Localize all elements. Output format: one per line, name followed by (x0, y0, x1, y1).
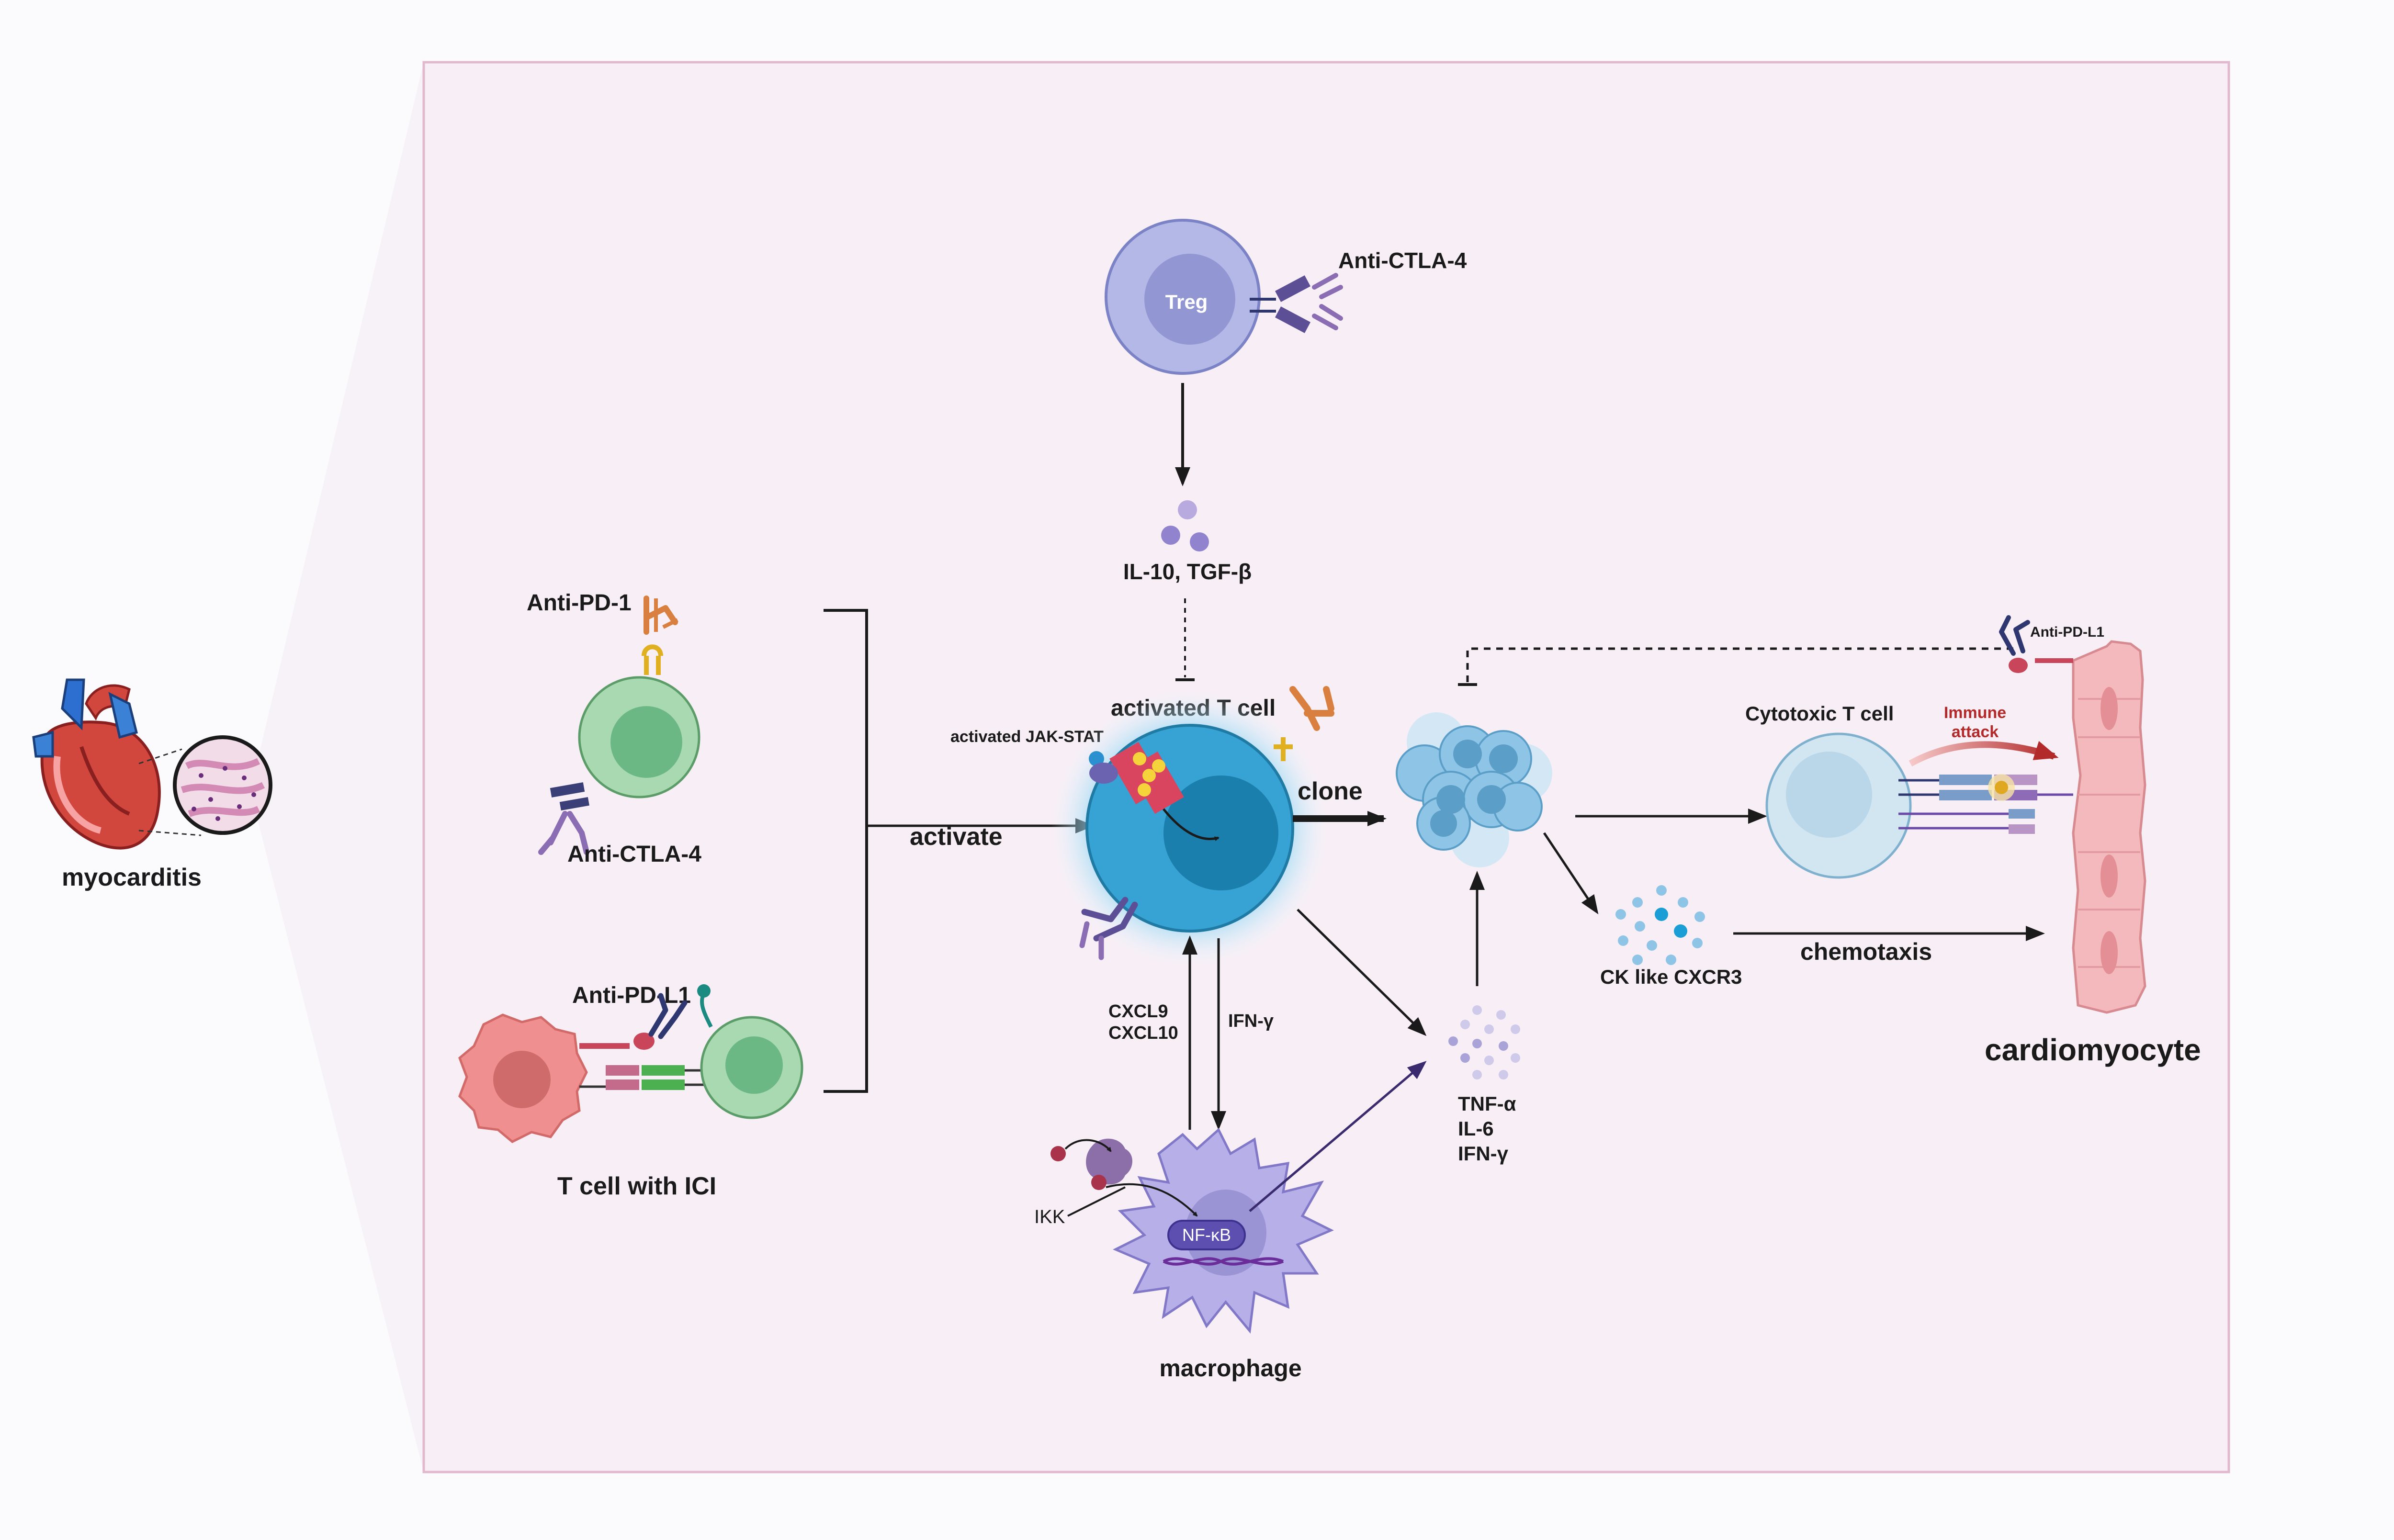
macrophage-to-cytokines-arrow (1249, 1061, 1427, 1212)
ikk-label: IKK (1034, 1206, 1065, 1227)
ikk-complex (1050, 1138, 1132, 1190)
anti-ctla4-left-label: Anti-CTLA-4 (567, 842, 701, 867)
cytotoxic-t-cell (1765, 732, 1912, 879)
anti-pdl1-antibody-left (648, 993, 688, 1039)
activated-jak-stat-label: activated JAK-STAT (950, 728, 1104, 746)
anti-pdl1-left-label: Anti-PD-L1 (572, 983, 691, 1008)
orange-antibody-activated (1274, 686, 1334, 761)
cytotoxic-t-cell-label: Cytotoxic T cell (1745, 702, 1894, 725)
cxcl10-label: CXCL10 (1108, 1023, 1178, 1043)
treg-cell (1105, 219, 1261, 375)
ikk-signal-arrow-1 (1064, 1139, 1112, 1152)
heart-illustration (32, 678, 161, 850)
histology-zoom-circle (173, 735, 272, 835)
ctla4-receptor-left (550, 782, 589, 811)
ck-chemokine-molecules (1615, 885, 1705, 965)
bracket (824, 609, 868, 1093)
activate-label: activate (910, 823, 1003, 851)
pd1-receptor (642, 644, 663, 675)
macrophage-label: macrophage (1159, 1355, 1301, 1382)
cxcl9-label: CXCL9 (1108, 1001, 1168, 1022)
chemotaxis-label: chemotaxis (1800, 938, 1932, 965)
ifn-gamma-arrow-label: IFN-γ (1228, 1011, 1274, 1031)
zoom-cone (259, 62, 424, 1472)
ctla4-receptor-top (1250, 275, 1311, 333)
tnf-alpha-label: TNF-α (1458, 1092, 1516, 1115)
anti-pd1-antibody (644, 596, 678, 635)
main-panel (422, 61, 2230, 1473)
zoom-line-top (138, 748, 182, 764)
myocarditis-label: myocarditis (62, 864, 202, 891)
immune-attack-label-1: Immune (1944, 704, 2006, 722)
anti-pdl1-antibody-right (1999, 615, 2030, 656)
treg-label: Treg (1165, 291, 1208, 313)
ikk-pointer-line (1067, 1186, 1126, 1217)
t-cell-top-left (578, 676, 700, 798)
anti-ctla4-antibody-left (538, 811, 589, 855)
cardiomyocyte-label: cardiomyocyte (1985, 1033, 2201, 1067)
nfkb-complex (1163, 1220, 1284, 1266)
anti-ctla4-top-label: Anti-CTLA-4 (1338, 248, 1467, 273)
clone-label: clone (1298, 777, 1363, 805)
inflammatory-cytokine-molecules (1448, 1005, 1520, 1079)
il10-tgfb-label: IL-10, TGF-β (1123, 559, 1252, 584)
t-cell-bottom-left (697, 984, 803, 1119)
clone-to-chemokine-arrow (1543, 832, 1599, 914)
il10-tgfb-molecules (1161, 500, 1209, 551)
tcell-to-cytokines-arrow (1297, 909, 1427, 1036)
il6-label: IL-6 (1458, 1117, 1494, 1140)
purple-antibody-activated (1079, 897, 1138, 960)
ifn-gamma-list-label: IFN-γ (1458, 1142, 1509, 1165)
cardiomyocyte-cell (2072, 640, 2146, 1014)
mhc-tcr-complex (579, 1065, 704, 1090)
anti-pd1-label: Anti-PD-1 (527, 590, 632, 616)
t-cell-with-ici-label: T cell with ICI (557, 1172, 716, 1200)
ikk-signal-arrow-2 (1106, 1183, 1198, 1217)
zoom-line-bottom (138, 830, 202, 836)
cytotoxic-receptor-complex (1898, 774, 2073, 834)
immune-attack-arrow (1908, 741, 2059, 767)
immune-attack-label-2: attack (1952, 723, 1999, 741)
anti-ctla4-antibody-top (1312, 273, 1343, 330)
anti-pdl1-right-label: Anti-PD-L1 (2030, 624, 2104, 640)
tumor-cell (458, 1013, 588, 1143)
pdl1-ligand-left (579, 1033, 655, 1050)
clone-cell-cluster (1396, 712, 1552, 867)
jak-stat-signal-arrow (1163, 808, 1220, 842)
pdl1-ligand-right (2009, 658, 2073, 673)
ck-like-cxcr3-label: CK like CXCR3 (1600, 966, 1742, 988)
jak-stat-receptor (1089, 742, 1184, 814)
nfkb-label: NF-κB (1182, 1225, 1231, 1245)
